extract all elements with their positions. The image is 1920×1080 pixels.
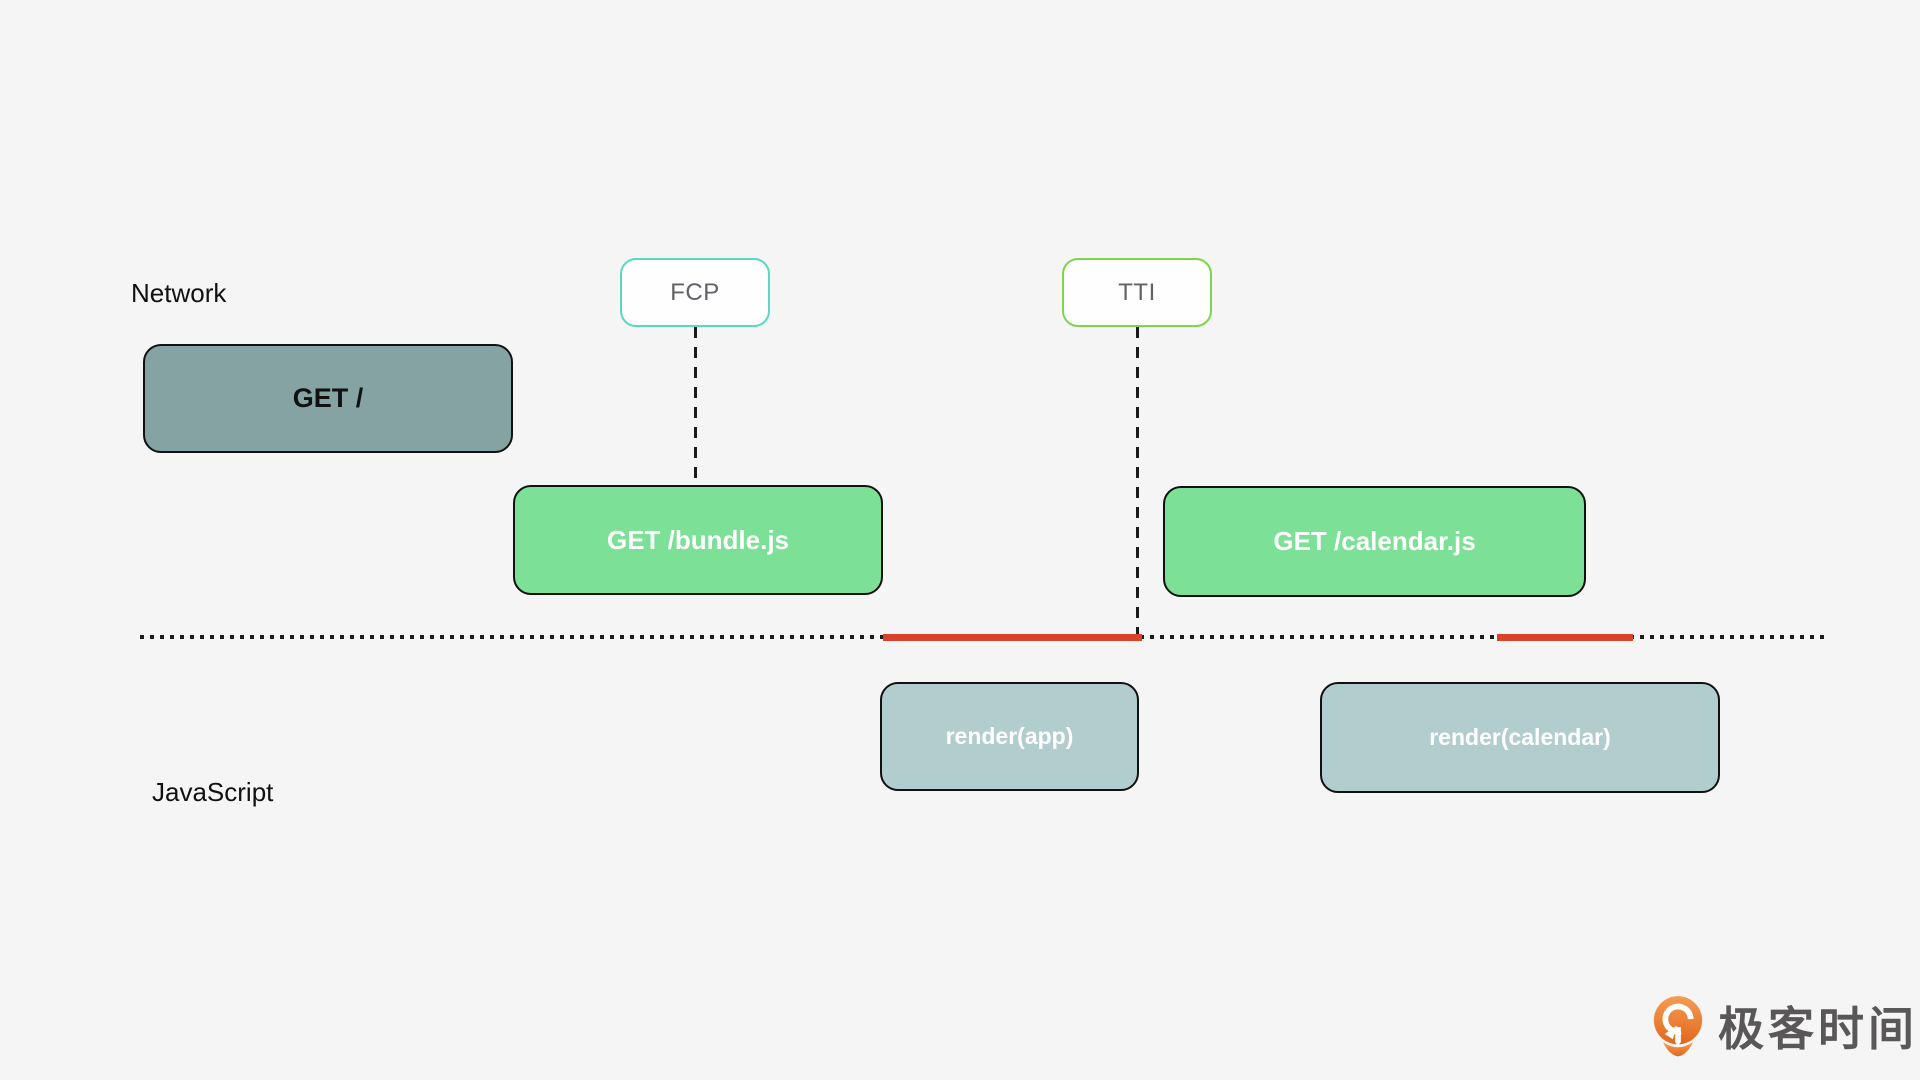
render-calendar-task-label: render(calendar): [1429, 724, 1611, 750]
long-task-segment-1: [883, 634, 1142, 641]
geektime-logo-text: 极客时间: [1718, 1003, 1918, 1055]
get-calendar-request-label: GET /calendar.js: [1273, 526, 1476, 556]
get-calendar-request-bar: GET /calendar.js: [1163, 486, 1586, 597]
render-calendar-task-bar: render(calendar): [1320, 682, 1720, 793]
get-bundle-request-bar: GET /bundle.js: [513, 485, 883, 595]
geektime-logo-icon: [1650, 995, 1706, 1057]
fcp-milestone-badge: FCP: [620, 258, 770, 327]
network-track-label: Network: [131, 278, 227, 308]
tti-connector-line: [1136, 327, 1139, 636]
long-task-segment-2: [1497, 634, 1633, 641]
tti-milestone-badge: TTI: [1062, 258, 1212, 327]
fcp-milestone-label: FCP: [670, 278, 720, 306]
get-bundle-request-label: GET /bundle.js: [606, 524, 789, 555]
javascript-track-label: JavaScript: [152, 777, 274, 807]
render-app-task-label: render(app): [945, 723, 1074, 749]
get-root-request-bar: GET /: [143, 344, 513, 453]
render-app-task-bar: render(app): [880, 682, 1139, 791]
get-root-request-label: GET /: [292, 383, 364, 413]
geektime-logo: 极客时间: [1650, 993, 1918, 1059]
fcp-connector-line: [694, 327, 697, 485]
tti-milestone-label: TTI: [1118, 278, 1156, 306]
